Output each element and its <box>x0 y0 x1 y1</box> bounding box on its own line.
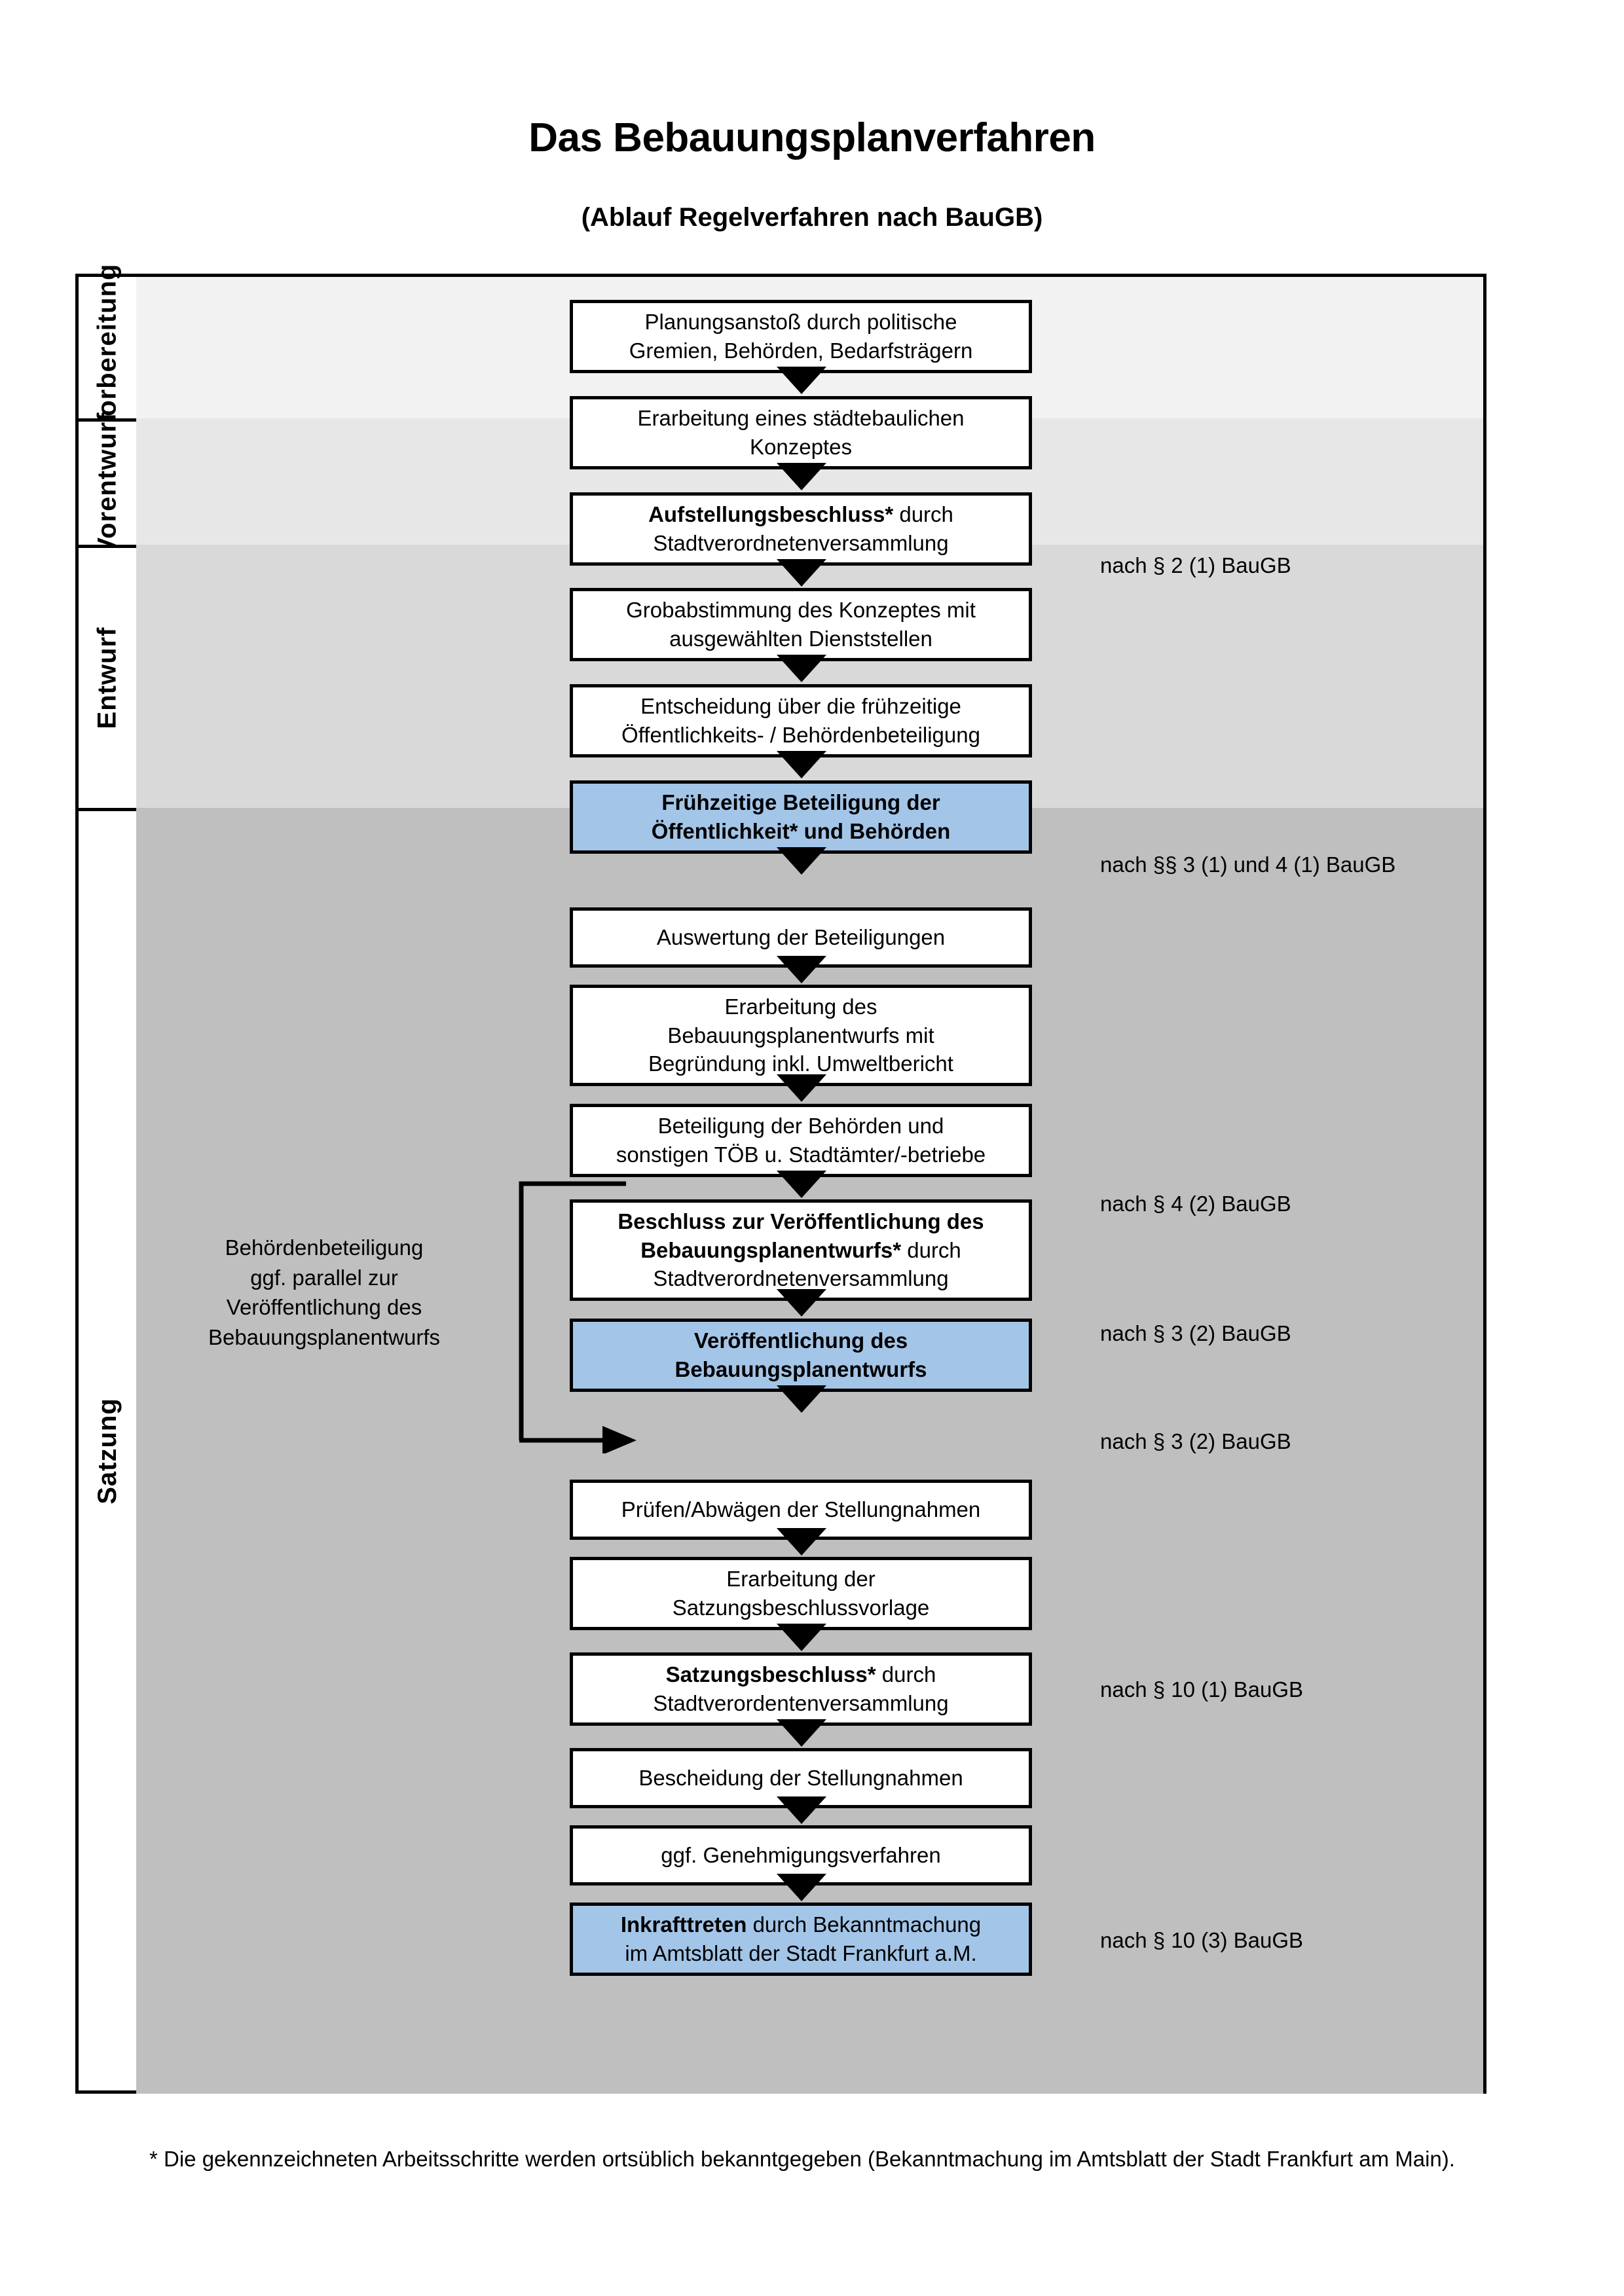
sidenote-line-2: ggf. parallel zur <box>250 1265 398 1290</box>
sidenote-line-4: Bebauungsplanentwurfs <box>208 1324 441 1349</box>
flow-arrow-3 <box>777 559 826 587</box>
process-frame: Vorbereitung Vorentwurf Entwurf Satzung <box>75 263 1486 2094</box>
legal-ref-4: nach § 3 (2) BauGB <box>1100 1321 1291 1345</box>
step-line: sonstigen TÖB u. Stadtämter/-betriebe <box>616 1142 986 1167</box>
step-line: Bescheidung der Stellungnahmen <box>638 1766 963 1791</box>
page-title: Das Bebauungsplanverfahren <box>528 115 1096 160</box>
step-box-4[interactable]: Grobabstimmung des Konzeptes mit ausgewäh… <box>570 588 1032 661</box>
flow-arrow-5 <box>777 751 826 778</box>
step-line: Öffentlichkeit* und Behörden <box>651 819 951 843</box>
step-line: Konzeptes <box>750 435 852 459</box>
phase-cell-entwurf: Entwurf <box>79 545 136 808</box>
step-line: Öffentlichkeits- / Behördenbeteiligung <box>621 723 980 747</box>
step-line: Stadtverordnetenversammlung <box>653 1266 949 1291</box>
legal-ref-1: nach § 2 (1) BauGB <box>1100 553 1291 577</box>
phase-cell-vorentwurf: Vorentwurf <box>79 412 136 555</box>
sidenote-behoerdenbeteiligung: Behördenbeteiligung ggf. parallel zur Ve… <box>174 1233 475 1352</box>
flow-arrow-4 <box>777 655 826 682</box>
phase-label-vorbereitung: Vorbereitung <box>92 263 122 432</box>
phase-cell-vorbereitung: Vorbereitung <box>79 263 136 432</box>
step-line: Satzungsbeschlussvorlage <box>672 1595 930 1620</box>
phase-label-entwurf: Entwurf <box>92 627 122 729</box>
step-line: Prüfen/Abwägen der Stellungnahmen <box>621 1497 981 1522</box>
phase-cell-satzung: Satzung <box>79 808 136 2090</box>
legal-ref-3: nach § 4 (2) BauGB <box>1100 1192 1291 1216</box>
step-line: Stadtverordentenversammlung <box>653 1691 949 1715</box>
step-line: Erarbeitung des <box>724 994 877 1019</box>
legal-ref-5: nach § 3 (2) BauGB <box>1100 1429 1291 1453</box>
footnote: * Die gekennzeichneten Arbeitsschritte w… <box>149 2147 1455 2171</box>
flow-arrow-7 <box>777 956 826 983</box>
phase-label-column: Vorbereitung Vorentwurf Entwurf Satzung <box>79 263 136 2090</box>
flow-arrow-13 <box>777 1624 826 1651</box>
step-line: Gremien, Behörden, Bedarfsträgern <box>629 338 973 363</box>
page-subtitle: (Ablauf Regelverfahren nach BauGB) <box>581 203 1043 232</box>
step-line: Grobabstimmung des Konzeptes mit <box>626 598 976 623</box>
step-line: ausgewählten Dienststellen <box>669 627 932 651</box>
step-line: Frühzeitige Beteiligung der <box>661 790 940 815</box>
flow-arrow-16 <box>777 1874 826 1901</box>
flow-arrow-8 <box>777 1074 826 1102</box>
step-box-12[interactable]: Prüfen/Abwägen der Stellungnahmen <box>570 1480 1032 1540</box>
step-line: Bebauungsplanentwurfs mit <box>667 1023 934 1048</box>
step-line-bold: Satzungsbeschluss* <box>665 1662 876 1687</box>
flow-arrow-12 <box>777 1528 826 1556</box>
step-box-9[interactable]: Beteiligung der Behörden und sonstigen TÖ… <box>570 1104 1032 1177</box>
step-line: Erarbeitung eines städtebaulichen <box>637 406 965 431</box>
step-line: ggf. Genehmigungsverfahren <box>661 1843 941 1868</box>
sidenote-line-1: Behördenbeteiligung <box>225 1235 424 1260</box>
step-line: Bebauungsplanentwurfs <box>674 1357 927 1381</box>
feedback-loop-arrow <box>519 1181 637 1453</box>
step-line: im Amtsblatt der Stadt Frankfurt a.M. <box>625 1941 977 1965</box>
flow-arrow-15 <box>777 1796 826 1824</box>
flow-arrow-14 <box>777 1719 826 1747</box>
step-line: Planungsanstoß durch politische <box>644 310 957 335</box>
step-line-bold: Aufstellungsbeschluss* <box>648 502 894 527</box>
step-line: Auswertung der Beteiligungen <box>656 925 946 950</box>
legal-ref-6: nach § 10 (1) BauGB <box>1100 1677 1304 1702</box>
flow-arrow-9 <box>777 1171 826 1198</box>
sidenote-line-3: Veröffentlichung des <box>226 1295 422 1320</box>
step-line: Entscheidung über die frühzeitige <box>640 694 961 719</box>
step-line: Beteiligung der Behörden und <box>657 1114 944 1139</box>
step-line: Veröffentlichung des <box>693 1328 908 1353</box>
flow-arrow-2 <box>777 463 826 490</box>
step-line: Erarbeitung der <box>726 1567 876 1592</box>
step-line-bold: Inkrafttreten <box>620 1912 747 1937</box>
legal-ref-2: nach §§ 3 (1) und 4 (1) BauGB <box>1100 852 1396 877</box>
step-line-bold: Beschluss zur Veröffentlichung des <box>618 1209 984 1233</box>
legal-ref-7: nach § 10 (3) BauGB <box>1100 1928 1304 1952</box>
flow-arrow-10 <box>777 1289 826 1317</box>
phase-label-satzung: Satzung <box>92 1397 122 1504</box>
step-line: Begründung inkl. Umweltbericht <box>648 1051 953 1076</box>
flow-arrow-11 <box>777 1385 826 1413</box>
flow-arrow-6 <box>777 847 826 875</box>
phase-label-vorentwurf: Vorentwurf <box>92 411 122 555</box>
step-line: Stadtverordnetenversammlung <box>653 531 949 555</box>
flow-arrow-1 <box>777 367 826 394</box>
